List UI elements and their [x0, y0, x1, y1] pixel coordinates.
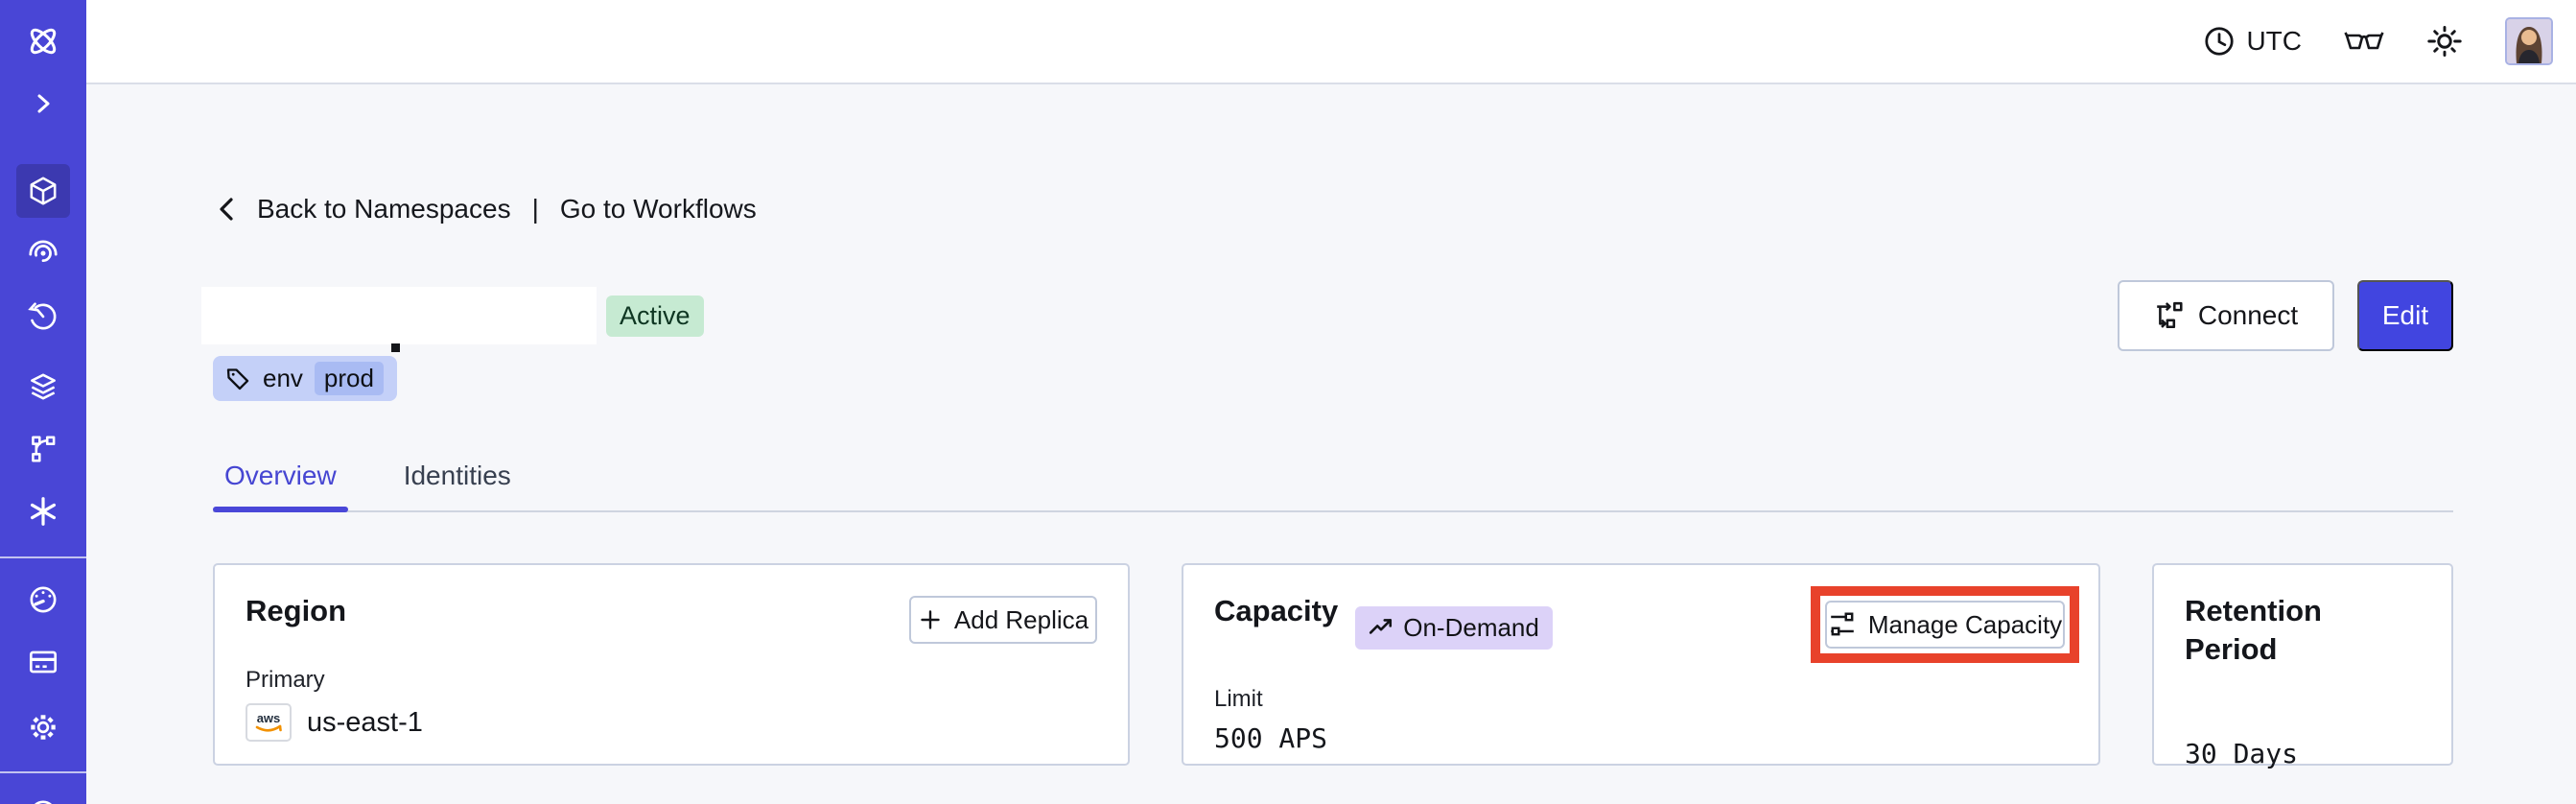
go-to-workflows-link[interactable]: Go to Workflows: [559, 194, 757, 224]
temporal-logo-icon[interactable]: [0, 14, 86, 68]
tag-value: prod: [314, 362, 384, 395]
sun-icon[interactable]: [2426, 23, 2463, 59]
sidebar-item-nexus[interactable]: [0, 485, 86, 538]
tabs: Overview Identities: [213, 461, 2453, 512]
topbar: UTC: [86, 0, 2576, 84]
namespace-header: Active Con: [201, 280, 2453, 352]
on-demand-label: On-Demand: [1403, 612, 1539, 642]
svg-text:aws: aws: [257, 711, 281, 725]
timezone-label: UTC: [2246, 26, 2302, 56]
connect-icon: [2154, 300, 2185, 331]
red-annotation-box: Manage Capacity: [1811, 586, 2079, 663]
namespace-tag: env prod: [213, 356, 397, 401]
sidebar-expand-chevron-icon[interactable]: [0, 77, 86, 130]
manage-capacity-button[interactable]: Manage Capacity: [1825, 601, 2065, 649]
tab-overview[interactable]: Overview: [213, 461, 348, 512]
tag-key: env: [263, 364, 303, 392]
tag-row: env prod: [213, 356, 2453, 401]
tab-identities[interactable]: Identities: [403, 461, 511, 490]
main-panel: UTC: [86, 0, 2576, 804]
clock-icon: [2202, 24, 2236, 59]
sidebar-item-settings[interactable]: [0, 700, 86, 754]
retention-card-title: Retention Period: [2185, 594, 2322, 666]
sidebar: [0, 0, 86, 804]
timezone-selector[interactable]: UTC: [2202, 24, 2302, 59]
retention-card: Retention Period 30 Days: [2152, 563, 2453, 769]
retention-value: 30 Days: [2185, 738, 2299, 769]
connect-button[interactable]: Connect: [2118, 280, 2334, 351]
back-to-namespaces-link[interactable]: Back to Namespaces: [257, 194, 511, 224]
namespace-actions: Connect Edit: [2118, 280, 2453, 351]
sidebar-item-stack[interactable]: [0, 360, 86, 414]
title-redaction-artifact: [391, 343, 400, 352]
sidebar-divider: [0, 556, 86, 558]
glasses-icon[interactable]: [2344, 25, 2384, 58]
sidebar-item-deployments[interactable]: [0, 422, 86, 476]
content-area: Back to Namespaces | Go to Workflows Act…: [86, 84, 2576, 804]
status-badge: Active: [606, 295, 704, 337]
sidebar-item-help-partial-icon[interactable]: [0, 787, 86, 804]
capacity-card: Capacity On-Demand: [1182, 563, 2100, 766]
sidebar-item-workflows[interactable]: [0, 225, 86, 279]
edit-button-label: Edit: [2381, 300, 2429, 330]
limit-value: 500 APS: [1214, 722, 1328, 754]
primary-label: Primary: [246, 667, 325, 693]
sidebar-divider: [0, 771, 86, 773]
connect-button-label: Connect: [2197, 300, 2299, 330]
overview-cards: Region Add Replica Primary: [213, 563, 2453, 769]
user-avatar[interactable]: [2505, 17, 2553, 65]
aws-provider-icon: aws: [246, 703, 292, 742]
sidebar-item-usage[interactable]: [0, 573, 86, 627]
back-chevron-icon[interactable]: [213, 194, 244, 225]
add-replica-label: Add Replica: [953, 604, 1089, 634]
sidebar-item-schedules[interactable]: [0, 290, 86, 343]
namespace-title-redacted: [201, 287, 597, 344]
region-card-title: Region: [246, 594, 347, 627]
manage-capacity-label: Manage Capacity: [1867, 609, 2063, 639]
tag-icon: [224, 366, 251, 392]
sidebar-item-billing[interactable]: [0, 635, 86, 689]
tabs-divider: [213, 510, 2453, 512]
breadcrumb-separator: |: [531, 194, 539, 224]
add-replica-button[interactable]: Add Replica: [909, 596, 1097, 644]
region-card: Region Add Replica Primary: [213, 563, 1130, 766]
capacity-card-title: Capacity: [1214, 594, 1339, 627]
edit-button[interactable]: Edit: [2357, 280, 2453, 351]
breadcrumb: Back to Namespaces | Go to Workflows: [213, 194, 2453, 225]
trending-up-icon: [1369, 617, 1393, 638]
region-value: us-east-1: [307, 706, 423, 738]
sidebar-item-namespaces[interactable]: [0, 164, 86, 218]
sliders-icon: [1828, 610, 1857, 639]
limit-label: Limit: [1214, 686, 1263, 712]
on-demand-badge: On-Demand: [1355, 605, 1553, 650]
plus-icon: [918, 607, 943, 632]
